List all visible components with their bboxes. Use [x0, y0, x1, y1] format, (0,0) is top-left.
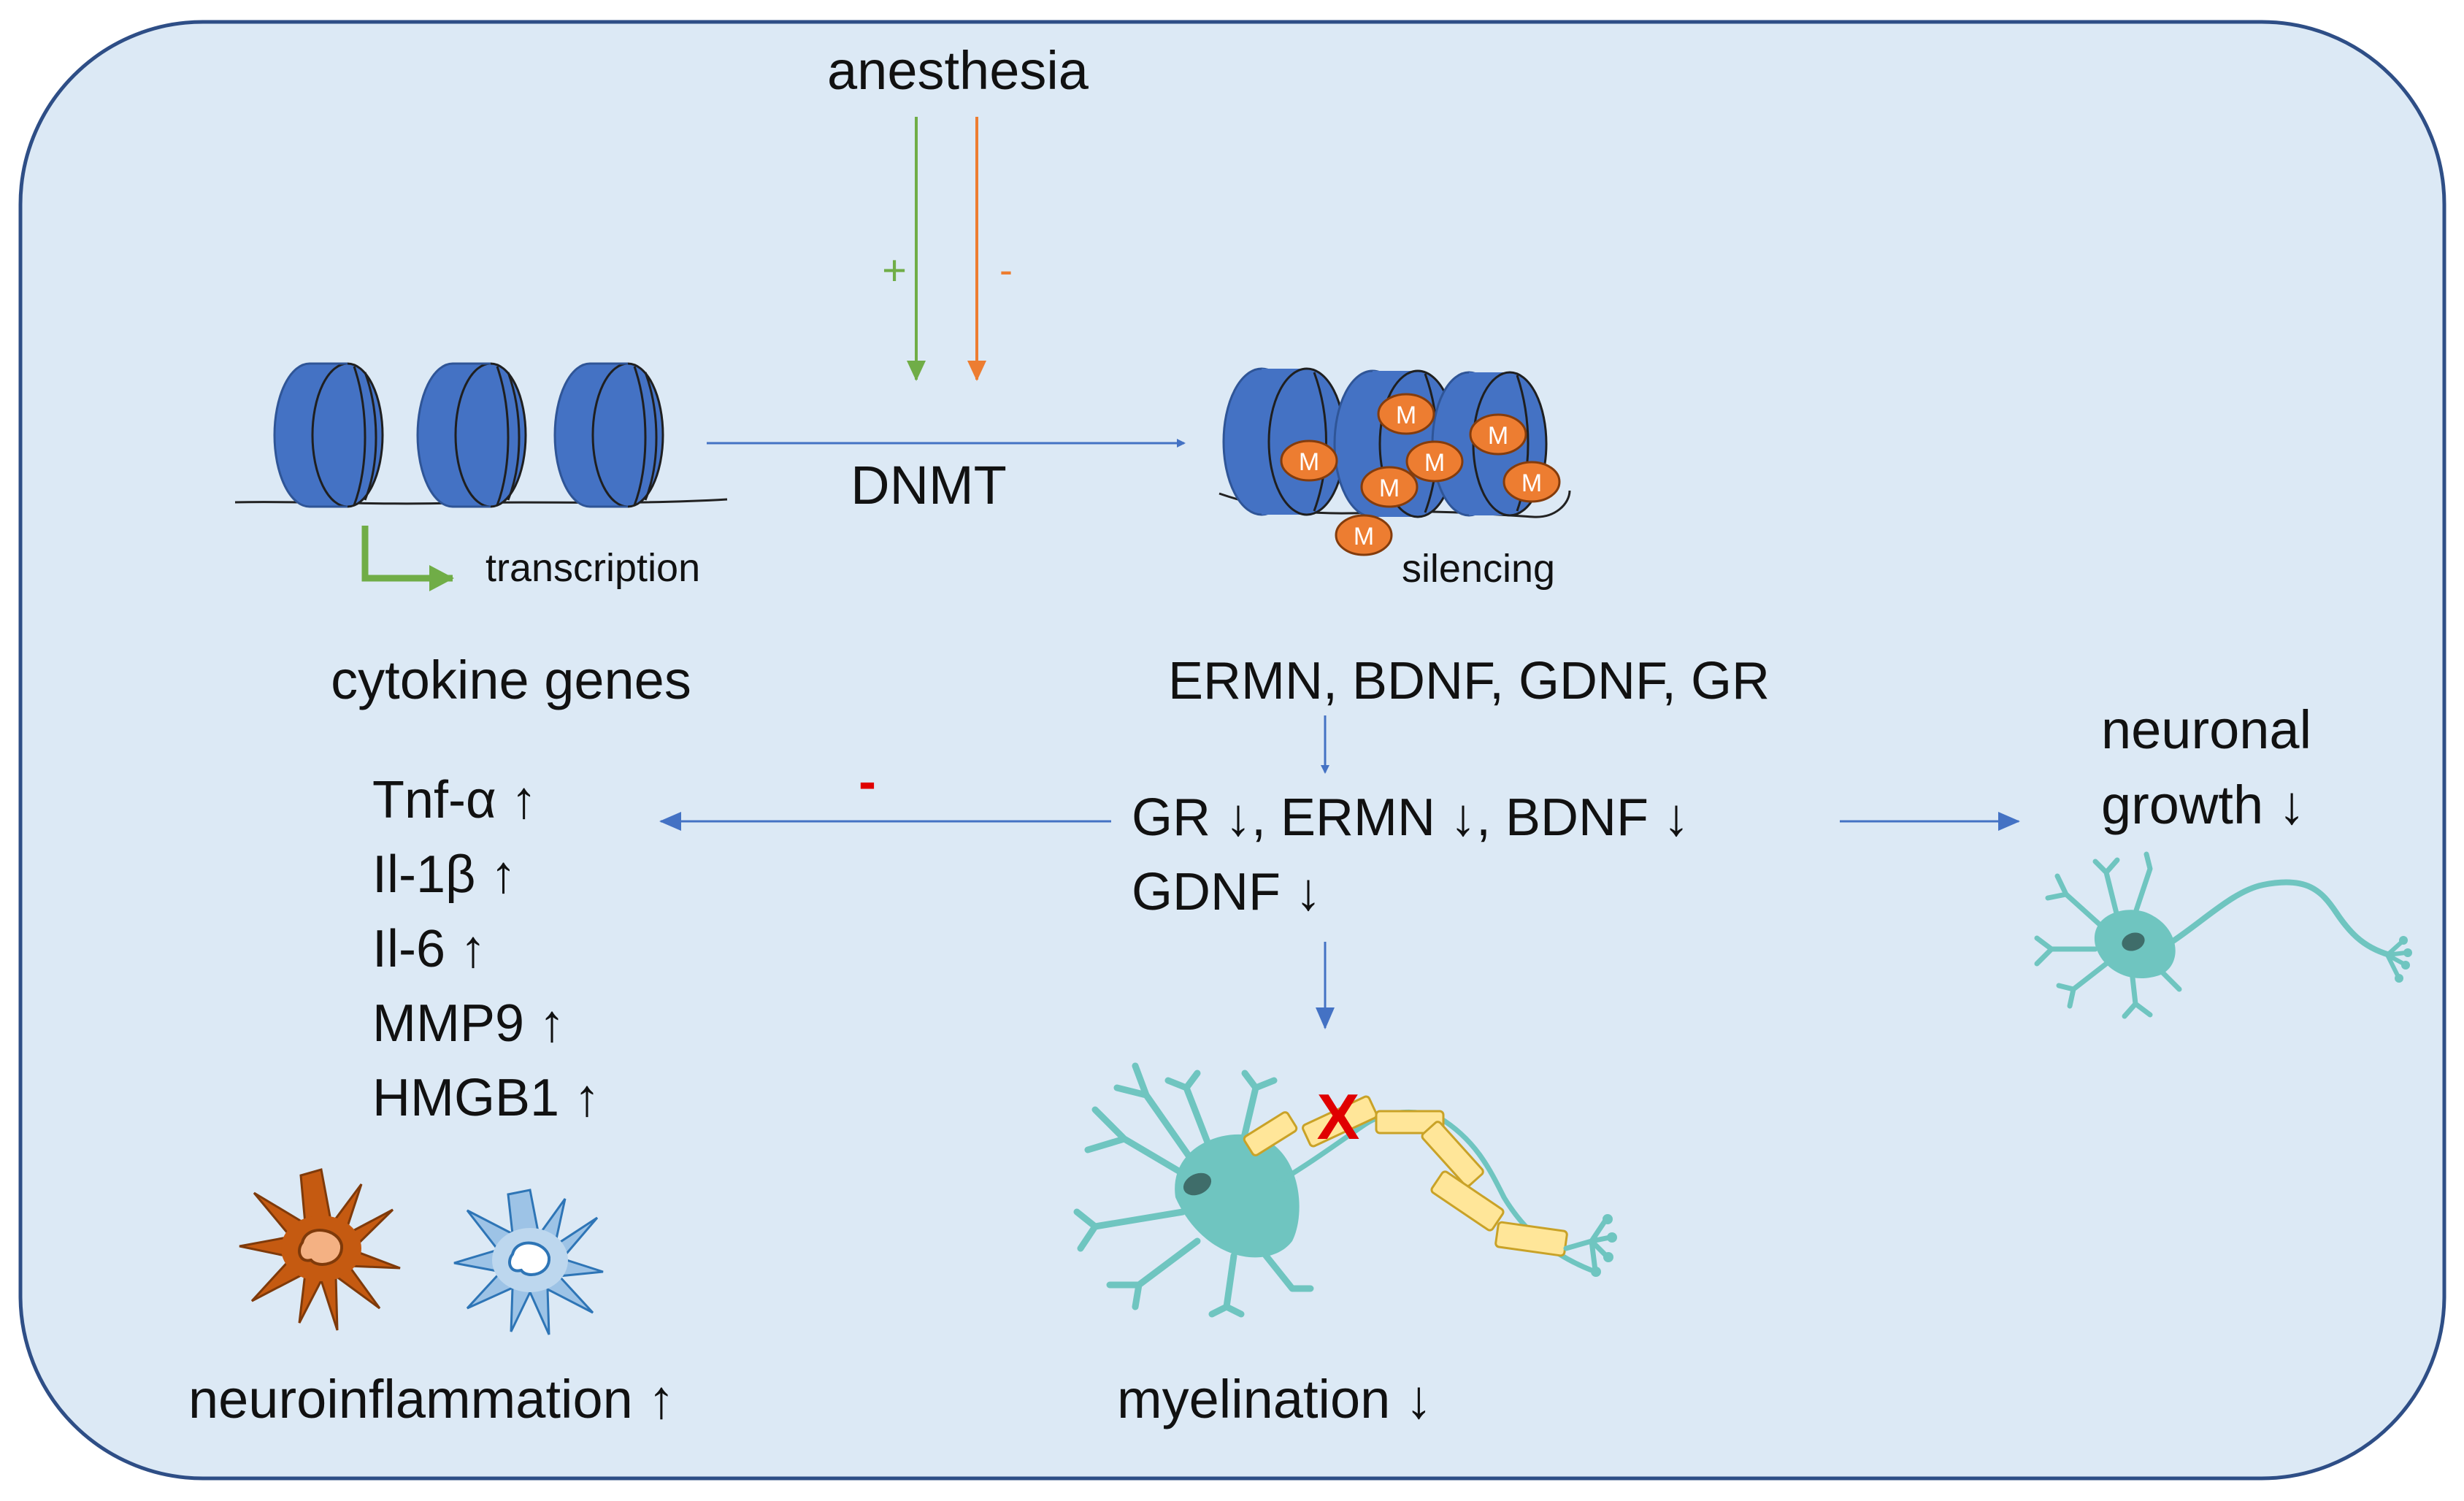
dnmt-label: DNMT — [851, 455, 1007, 515]
svg-text:M: M — [1488, 422, 1508, 450]
methyl-mark: M — [1280, 439, 1338, 482]
cytokine-item: Il-6 ↑ — [372, 920, 486, 978]
cytokine-item: Il-1β ↑ — [372, 845, 516, 904]
nucleosome — [553, 362, 664, 508]
cytokine-genes-label: cytokine genes — [331, 650, 691, 710]
myelination-label: myelination ↓ — [1117, 1369, 1432, 1429]
methyl-mark: M — [1377, 393, 1435, 435]
nucleosome — [1222, 367, 1346, 516]
transcription-label: transcription — [485, 546, 700, 590]
svg-text:M: M — [1299, 448, 1319, 476]
methyl-mark: M — [1405, 440, 1464, 483]
silencing-label: silencing — [1402, 547, 1555, 591]
methyl-mark: M — [1469, 413, 1527, 456]
neuronal-label: neuronal — [2101, 699, 2311, 760]
inhibition-sign: - — [859, 753, 876, 811]
svg-text:M: M — [1354, 523, 1374, 550]
active-chromatin — [234, 362, 728, 508]
cytokine-item: HMGB1 ↑ — [372, 1069, 600, 1127]
down-regulated-line1: GR ↓, ERMN ↓, BDNF ↓ — [1132, 788, 1689, 847]
cytokine-item: Tnf-α ↑ — [372, 771, 537, 829]
down-regulated-line2: GDNF ↓ — [1132, 863, 1321, 921]
methyl-mark: M — [1335, 514, 1393, 556]
svg-text:M: M — [1396, 402, 1416, 429]
growth-label: growth ↓ — [2101, 775, 2306, 835]
svg-text:M: M — [1521, 469, 1542, 497]
transcription-arrow — [361, 526, 454, 591]
neuron-icon — [2034, 851, 2412, 1019]
silenced-chromatin: M M M M M M M — [1218, 367, 1571, 556]
plus-sign: + — [882, 247, 907, 294]
methyl-mark: M — [1502, 461, 1561, 503]
anesthesia-label: anesthesia — [827, 40, 1089, 101]
microglia-blue-icon — [453, 1189, 604, 1335]
methyl-mark: M — [1360, 466, 1419, 508]
nucleosome — [416, 362, 527, 508]
neuroinflammation-label: neuroinflammation ↑ — [188, 1369, 675, 1429]
myelinated-neuron-icon — [1073, 1062, 1617, 1318]
cytokine-list: Tnf-α ↑ Il-1β ↑ Il-6 ↑ MMP9 ↑ HMGB1 ↑ — [372, 771, 600, 1127]
cytokine-item: MMP9 ↑ — [372, 994, 565, 1053]
svg-text:M: M — [1379, 475, 1400, 502]
myelination-block-mark: X — [1317, 1080, 1360, 1153]
silenced-genes-label: ERMN, BDNF, GDNF, GR — [1168, 652, 1770, 710]
minus-sign: - — [999, 248, 1013, 292]
nucleosome — [273, 362, 384, 508]
microglia-orange-icon — [239, 1168, 401, 1331]
svg-text:M: M — [1424, 449, 1445, 477]
